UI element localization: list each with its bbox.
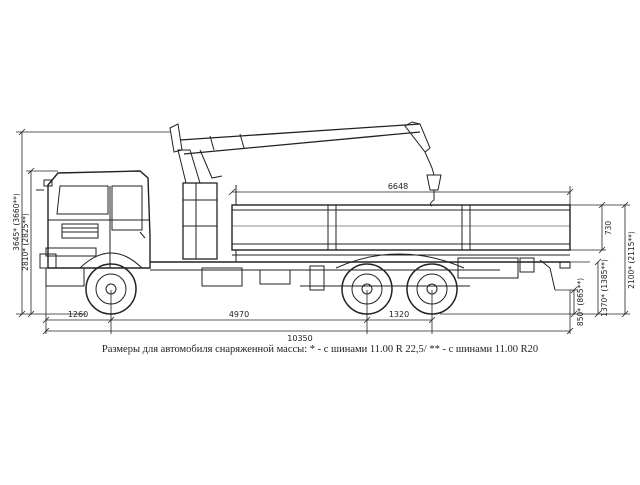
dim-body-side: 730 [604,221,613,236]
dim-floor-height: 2100* (2115**) [627,231,636,289]
dim-overall-length: 10350 [287,334,312,343]
cargo-body [231,204,571,291]
dim-total-height: 3645* (3660**) [12,193,21,251]
dim-front-overhang: 1260 [68,310,88,319]
dim-step-height: 850* (865**) [576,278,585,326]
cab [36,170,151,287]
crane [169,121,442,260]
dim-axle-spacing: 1320 [389,310,409,319]
dimension-labels: 1260 4970 1320 10350 6648 3645* (3660**)… [12,182,636,343]
caption: Размеры для автомобиля снаряженной массы… [101,344,539,355]
dimension-lines [16,128,630,335]
dim-body-length: 6648 [388,182,408,191]
dim-frame-height: 1370* (1385**) [600,259,609,317]
dim-cab-height: 2810* (2825**) [21,213,30,271]
dim-wheelbase: 4970 [229,310,249,319]
chassis [150,261,570,291]
